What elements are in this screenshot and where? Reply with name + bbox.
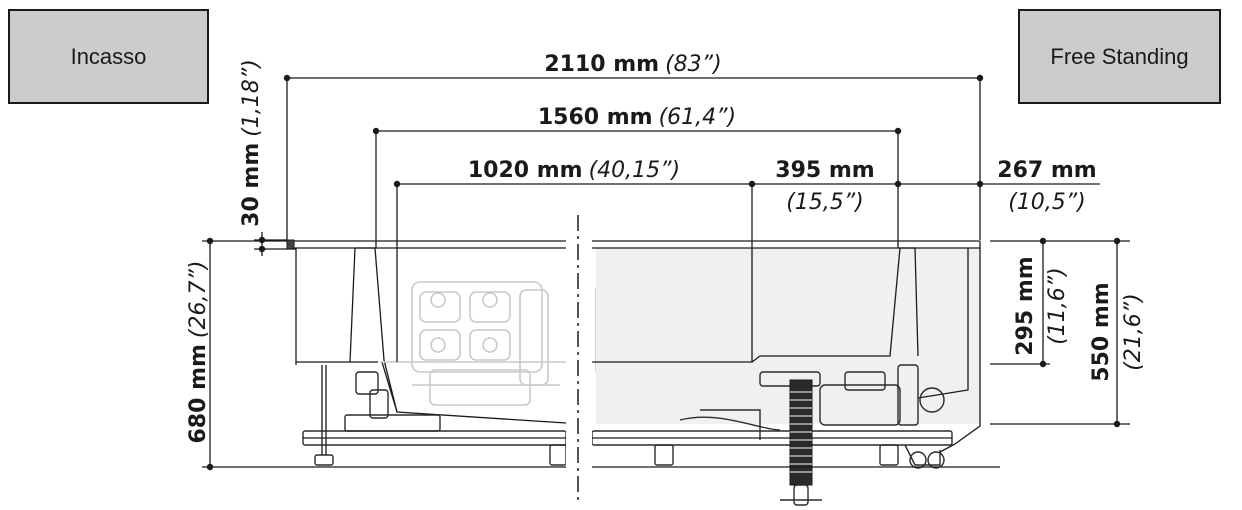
free-standing-label-box: Free Standing <box>1018 9 1221 104</box>
internal-length-label: 1560 mm(61,4”) <box>538 105 736 130</box>
incasso-label: Incasso <box>70 43 147 69</box>
centre-axis <box>566 200 592 510</box>
incasso-label-box: Incasso <box>8 9 209 104</box>
total-height-label: 680 mm(26,7”) <box>186 261 211 444</box>
bottom-length-label: 1020 mm(40,15”) <box>468 158 680 183</box>
inner-depth-imperial: (11,6”) <box>1045 267 1070 345</box>
total-length-label: 2110 mm(83”) <box>544 52 721 77</box>
rim-thickness-label: 30 mm(1,18”) <box>239 59 264 227</box>
side-width-imperial: (10,5”) <box>1008 190 1086 215</box>
step-width-metric: 395 mm <box>775 158 874 183</box>
side-width-metric: 267 mm <box>997 158 1096 183</box>
support-frame <box>246 364 1000 506</box>
tub-height-imperial: (21,6”) <box>1121 293 1146 371</box>
tub-height-metric: 550 mm <box>1089 282 1114 381</box>
step-width-imperial: (15,5”) <box>786 190 864 215</box>
free-standing-label: Free Standing <box>1050 43 1189 69</box>
dimension-labels: 2110 mm(83”) 1560 mm(61,4”) 1020 mm(40,1… <box>186 52 1146 444</box>
dimension-lines <box>202 74 1130 471</box>
bathtub-outline <box>286 239 981 453</box>
inner-depth-metric: 295 mm <box>1013 256 1038 355</box>
